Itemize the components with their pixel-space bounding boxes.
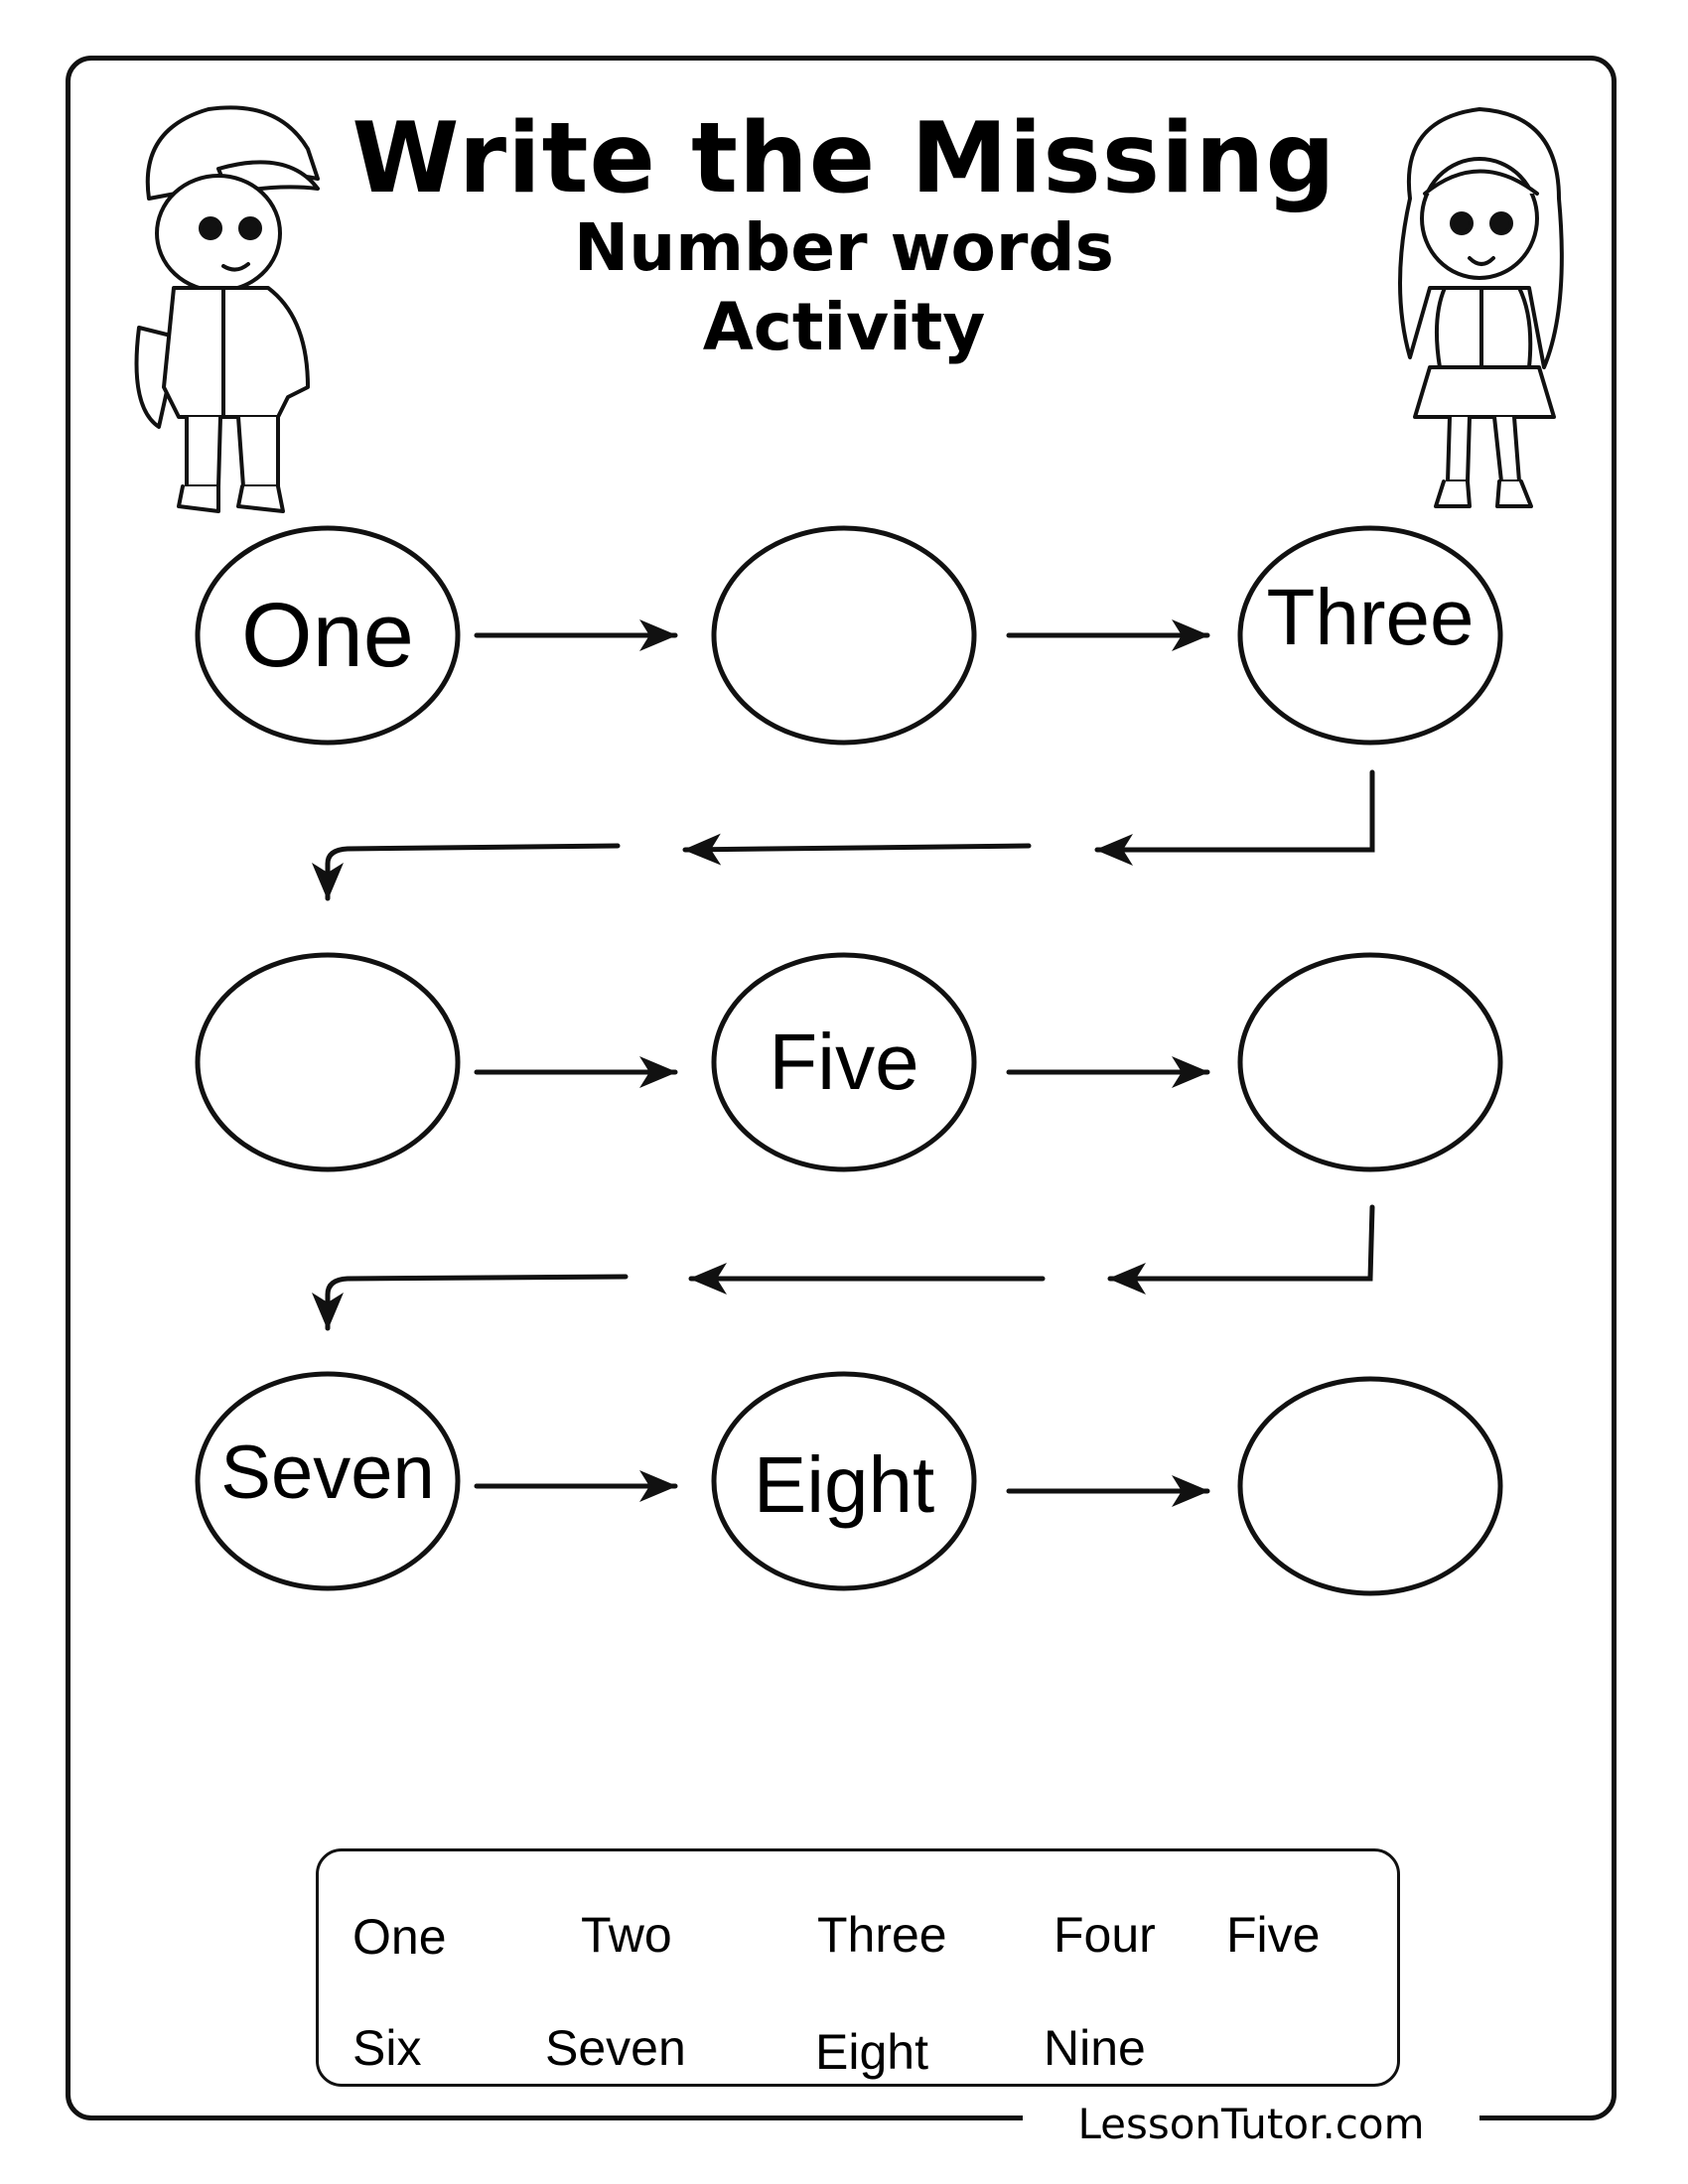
sequence-bubble-7 <box>195 1371 461 1591</box>
word-bank-item: Four <box>1054 1907 1156 1963</box>
footer-gap <box>1023 2105 1479 2144</box>
return-arrow-4 <box>1107 1204 1375 1295</box>
girl-illustration <box>1398 107 1564 508</box>
word-bank-item: Two <box>581 1907 672 1963</box>
sequence-bubble-8 <box>711 1371 977 1591</box>
word-bank-item: Eight <box>815 2024 928 2080</box>
sequence-label-3: Three <box>1266 573 1475 661</box>
sequence-bubble-5 <box>711 952 977 1172</box>
return-arrow-1 <box>1094 769 1375 866</box>
word-bank-item: Seven <box>545 2020 686 2076</box>
word-bank: One Two Three Four Five Six Seven Eight … <box>316 1848 1400 2087</box>
word-bank-item: Nine <box>1044 2020 1146 2076</box>
word-bank-item: One <box>352 1909 447 1965</box>
word-bank-item: Five <box>1226 1907 1321 1963</box>
worksheet-subtitle: Number words <box>574 209 1114 286</box>
sequence-bubble-4 <box>195 952 461 1172</box>
sequence-label-7: Seven <box>220 1431 435 1515</box>
sequence-bubble-6 <box>1237 952 1503 1172</box>
return-arrow-2 <box>682 833 1032 866</box>
sequence-label-8: Eight <box>753 1440 935 1529</box>
sequence-label-5: Five <box>769 1018 919 1106</box>
return-arrow-6 <box>312 1274 629 1331</box>
sequence-bubble-1 <box>195 525 461 746</box>
return-arrow-3 <box>312 843 621 901</box>
worksheet-subtitle-activity: Activity <box>702 289 986 365</box>
word-bank-item: Six <box>352 2020 422 2076</box>
worksheet-border <box>66 56 1617 2120</box>
sequence-bubble-9 <box>1237 1376 1503 1596</box>
worksheet-title: Write the Missing <box>352 102 1336 215</box>
sequence-bubble-3 <box>1237 525 1503 746</box>
sequence-label-1: One <box>241 585 414 686</box>
sequence-bubble-2 <box>711 525 977 746</box>
footer-site-name: LessonTutor.com <box>1077 2100 1425 2148</box>
word-bank-item: Three <box>817 1907 947 1963</box>
boy-illustration <box>134 105 320 513</box>
